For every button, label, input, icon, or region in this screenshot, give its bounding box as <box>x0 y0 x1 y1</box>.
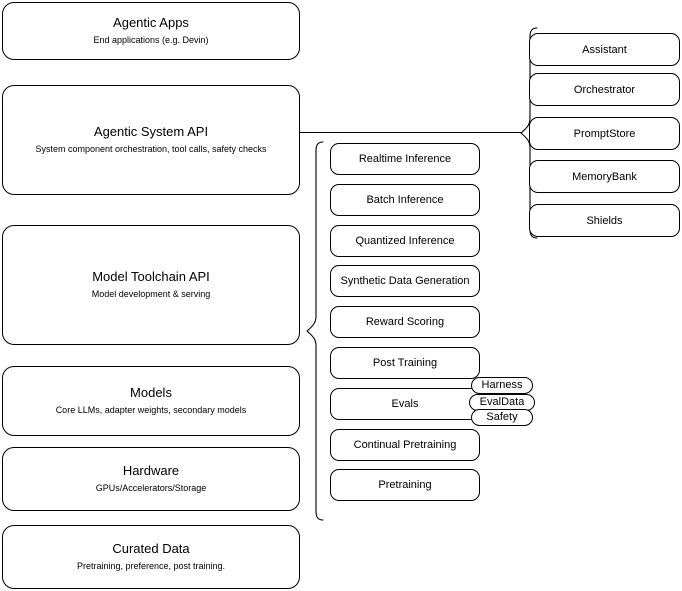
capability-label: Continual Pretraining <box>353 439 457 451</box>
capability-label: Reward Scoring <box>365 316 445 328</box>
component-label: MemoryBank <box>572 170 637 183</box>
brace-middle-column <box>306 141 324 521</box>
capability-box-synthetic-data-generation[interactable]: Synthetic Data Generation <box>330 265 480 297</box>
component-label: PromptStore <box>573 127 636 140</box>
component-label: Shields <box>586 214 623 227</box>
component-box-assistant[interactable]: Assistant <box>529 33 680 66</box>
capability-label: Batch Inference <box>366 194 444 206</box>
eval-badge-harness[interactable]: Harness <box>471 377 533 394</box>
component-box-promptstore[interactable]: PromptStore <box>529 117 680 150</box>
layer-subtitle: Pretraining, preference, post training. <box>76 561 226 571</box>
layer-title: Agentic Apps <box>113 15 189 30</box>
layer-title: Agentic System API <box>93 124 209 139</box>
component-box-shields[interactable]: Shields <box>529 204 680 237</box>
component-label: Orchestrator <box>573 83 636 96</box>
layer-box-curated-data[interactable]: Curated Data Pretraining, preference, po… <box>2 525 300 589</box>
capability-label: Pretraining <box>378 479 432 491</box>
capability-box-evals[interactable]: Evals <box>330 388 480 420</box>
layer-title: Curated Data <box>112 541 190 556</box>
capability-box-pretraining[interactable]: Pretraining <box>330 469 480 501</box>
capability-box-reward-scoring[interactable]: Reward Scoring <box>330 306 480 338</box>
capability-label: Synthetic Data Generation <box>340 275 470 287</box>
capability-box-quantized-inference[interactable]: Quantized Inference <box>330 225 480 257</box>
layer-subtitle: System component orchestration, tool cal… <box>35 144 267 154</box>
layer-box-model-toolchain-api[interactable]: Model Toolchain API Model development & … <box>2 225 300 345</box>
capability-box-realtime-inference[interactable]: Realtime Inference <box>330 143 480 175</box>
capability-box-batch-inference[interactable]: Batch Inference <box>330 184 480 216</box>
layer-subtitle: GPUs/Accelerators/Storage <box>95 483 207 493</box>
capability-label: Realtime Inference <box>358 153 452 165</box>
component-box-memorybank[interactable]: MemoryBank <box>529 160 680 193</box>
capability-label: Evals <box>391 398 419 410</box>
component-box-orchestrator[interactable]: Orchestrator <box>529 73 680 106</box>
layer-title: Model Toolchain API <box>92 269 210 284</box>
capability-label: Post Training <box>372 357 438 369</box>
layer-subtitle: Model development & serving <box>91 289 211 299</box>
eval-badge-safety[interactable]: Safety <box>471 409 533 426</box>
connector-line-agentic-system-to-components <box>300 132 522 133</box>
layer-title: Models <box>130 385 172 400</box>
capability-label: Quantized Inference <box>355 235 455 247</box>
layer-box-agentic-system-api[interactable]: Agentic System API System component orch… <box>2 85 300 195</box>
capability-box-continual-pretraining[interactable]: Continual Pretraining <box>330 429 480 461</box>
layer-title: Hardware <box>122 463 180 478</box>
layer-subtitle: Core LLMs, adapter weights, secondary mo… <box>55 405 247 415</box>
layer-box-models[interactable]: Models Core LLMs, adapter weights, secon… <box>2 366 300 436</box>
layer-box-agentic-apps[interactable]: Agentic Apps End applications (e.g. Devi… <box>2 2 300 60</box>
capability-box-post-training[interactable]: Post Training <box>330 347 480 379</box>
layer-subtitle: End applications (e.g. Devin) <box>93 35 209 45</box>
component-label: Assistant <box>582 43 627 56</box>
layer-box-hardware[interactable]: Hardware GPUs/Accelerators/Storage <box>2 447 300 511</box>
